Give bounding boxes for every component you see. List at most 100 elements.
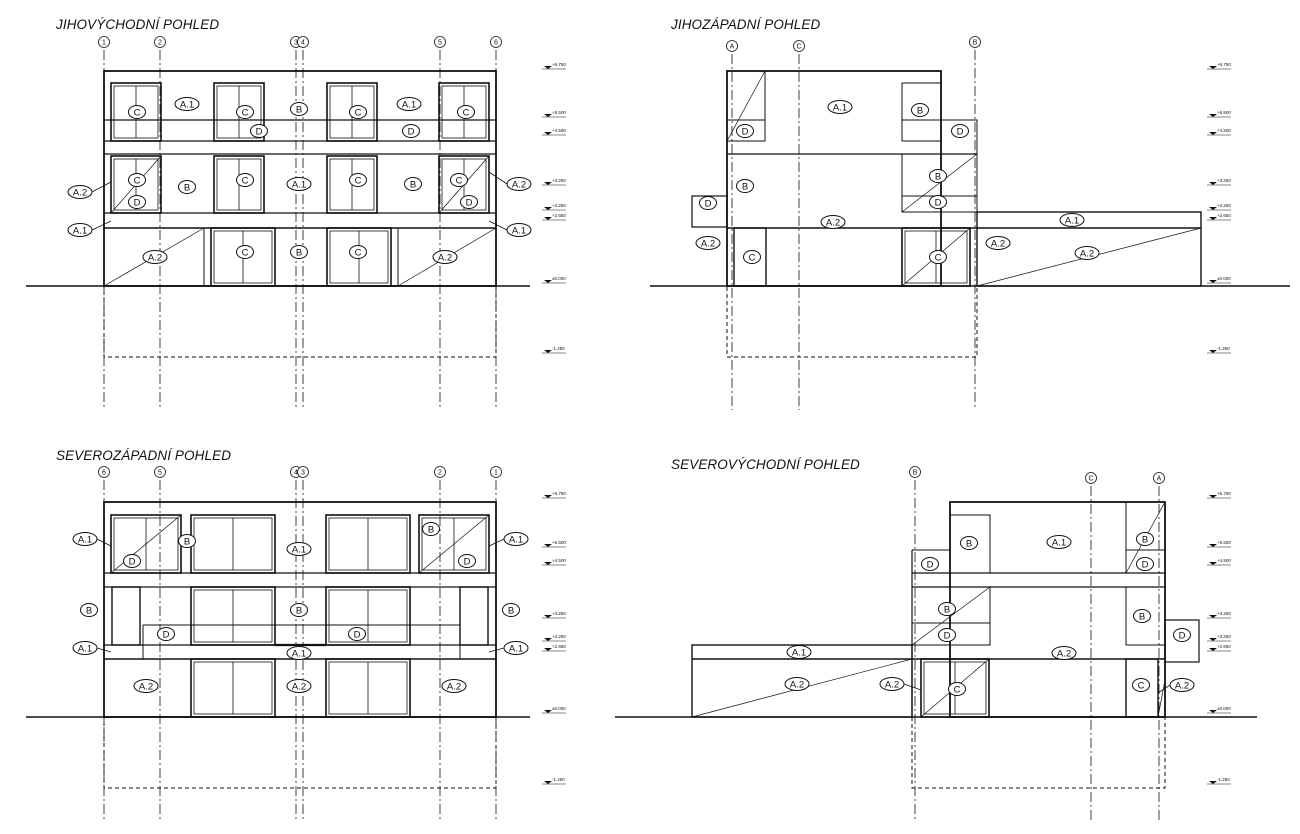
level-marker <box>544 217 552 220</box>
level-value: ±0.000 <box>552 706 566 711</box>
material-tag-bubble <box>929 250 947 264</box>
window-slim <box>111 586 141 646</box>
leader-line <box>488 647 505 653</box>
material-tag-bubble <box>1051 646 1077 660</box>
material-tag-label: B <box>184 182 190 193</box>
level-marker <box>544 132 552 135</box>
cantilever-outline <box>1164 619 1200 663</box>
material-tag-label: D <box>1179 630 1186 641</box>
level-value: +5.500 <box>552 540 566 545</box>
level-value: +4.500 <box>552 128 566 133</box>
bay-outline <box>726 70 766 142</box>
level-value: +3.250 <box>1217 178 1231 183</box>
material-tag-bubble <box>502 603 520 617</box>
material-tag-label: B <box>742 181 748 192</box>
material-tag-label: D <box>129 556 136 567</box>
level-marker <box>544 544 552 547</box>
material-tag-bubble <box>960 536 978 550</box>
level-value: -1.250 <box>1217 777 1230 782</box>
level-value: +3.250 <box>552 178 566 183</box>
material-tag-bubble <box>951 124 969 138</box>
view-title-southwest: JIHOZÁPADNÍ POHLED <box>671 17 821 32</box>
basement-outline <box>103 285 497 358</box>
grid-axis-label: A <box>730 44 735 51</box>
material-tag-label: A.2 <box>73 187 87 198</box>
level-marker <box>1209 182 1217 185</box>
grid-axis-bubble <box>154 36 166 48</box>
grid-axis-bubble <box>434 36 446 48</box>
material-tag-bubble <box>236 173 254 187</box>
window-upper <box>326 82 378 142</box>
material-tag-label: A.1 <box>833 102 847 113</box>
material-tag-label: B <box>428 524 434 535</box>
material-tag-bubble <box>743 250 761 264</box>
material-tag-label: A.1 <box>512 225 526 236</box>
material-tag-label: A.1 <box>180 99 194 110</box>
material-tag-bubble <box>174 97 200 111</box>
grid-axis-bubble <box>969 36 981 48</box>
garage-outline <box>976 211 1202 287</box>
material-tag-bubble <box>929 195 947 209</box>
bay-outline <box>901 153 978 213</box>
material-tag-bubble <box>128 105 146 119</box>
level-value: +2.650 <box>1217 213 1231 218</box>
material-tag-bubble <box>460 195 478 209</box>
window-slim <box>459 586 489 646</box>
level-value: -1.250 <box>552 346 565 351</box>
material-tag-bubble <box>1059 213 1085 227</box>
leader-line <box>903 683 922 691</box>
grid-axis-label: 4 <box>294 470 298 477</box>
material-tag-label: D <box>464 556 471 567</box>
material-tag-label: A.1 <box>509 534 523 545</box>
basement-outline <box>103 716 497 789</box>
level-value: +4.500 <box>1217 558 1231 563</box>
material-tag-bubble <box>402 124 420 138</box>
material-tag-label: C <box>456 175 463 186</box>
material-tag-label: D <box>256 126 263 137</box>
view-title-northeast: SEVEROVÝCHODNÍ POHLED <box>671 457 860 472</box>
basement-outline <box>726 285 978 358</box>
level-marker <box>544 615 552 618</box>
level-marker <box>1209 207 1217 210</box>
material-tag-bubble <box>911 103 929 117</box>
level-marker <box>1209 648 1217 651</box>
window-middle <box>213 155 265 214</box>
grid-axis-label: 5 <box>158 470 162 477</box>
level-marker <box>544 638 552 641</box>
level-value: +5.500 <box>552 110 566 115</box>
material-tag-bubble <box>938 602 956 616</box>
material-tag-bubble <box>938 628 956 642</box>
material-tag-label: A.2 <box>826 217 840 228</box>
material-tag-label: A.2 <box>991 238 1005 249</box>
door-ground <box>326 227 392 287</box>
grid-axis-bubble <box>297 36 309 48</box>
material-tag-label: B <box>1139 611 1145 622</box>
level-marker <box>1209 495 1217 498</box>
material-tag-label: B <box>966 538 972 549</box>
material-tag-label: C <box>355 107 362 118</box>
leader-line <box>91 220 112 231</box>
material-tag-label: A.1 <box>292 648 306 659</box>
grid-axis-label: 5 <box>438 40 442 47</box>
material-tag-bubble <box>236 245 254 259</box>
material-tag-label: A.2 <box>292 681 306 692</box>
material-tag-bubble <box>985 236 1011 250</box>
material-tag-bubble <box>929 169 947 183</box>
material-tag-label: A.1 <box>1052 537 1066 548</box>
grid-axis-label: 2 <box>158 40 162 47</box>
level-value: +6.750 <box>552 62 566 67</box>
material-tag-label: D <box>1142 559 1149 570</box>
grid-axis-bubble <box>909 466 921 478</box>
level-value: +2.650 <box>1217 644 1231 649</box>
material-tag-label: B <box>296 605 302 616</box>
grid-axis-label: 1 <box>102 40 106 47</box>
level-value: +6.750 <box>552 491 566 496</box>
material-tag-bubble <box>786 645 812 659</box>
material-tag-label: A.2 <box>701 238 715 249</box>
material-tag-bubble <box>396 97 422 111</box>
material-tag-bubble <box>348 627 366 641</box>
window-upper <box>110 82 162 142</box>
material-tag-bubble <box>236 105 254 119</box>
leader-line <box>1157 684 1171 694</box>
